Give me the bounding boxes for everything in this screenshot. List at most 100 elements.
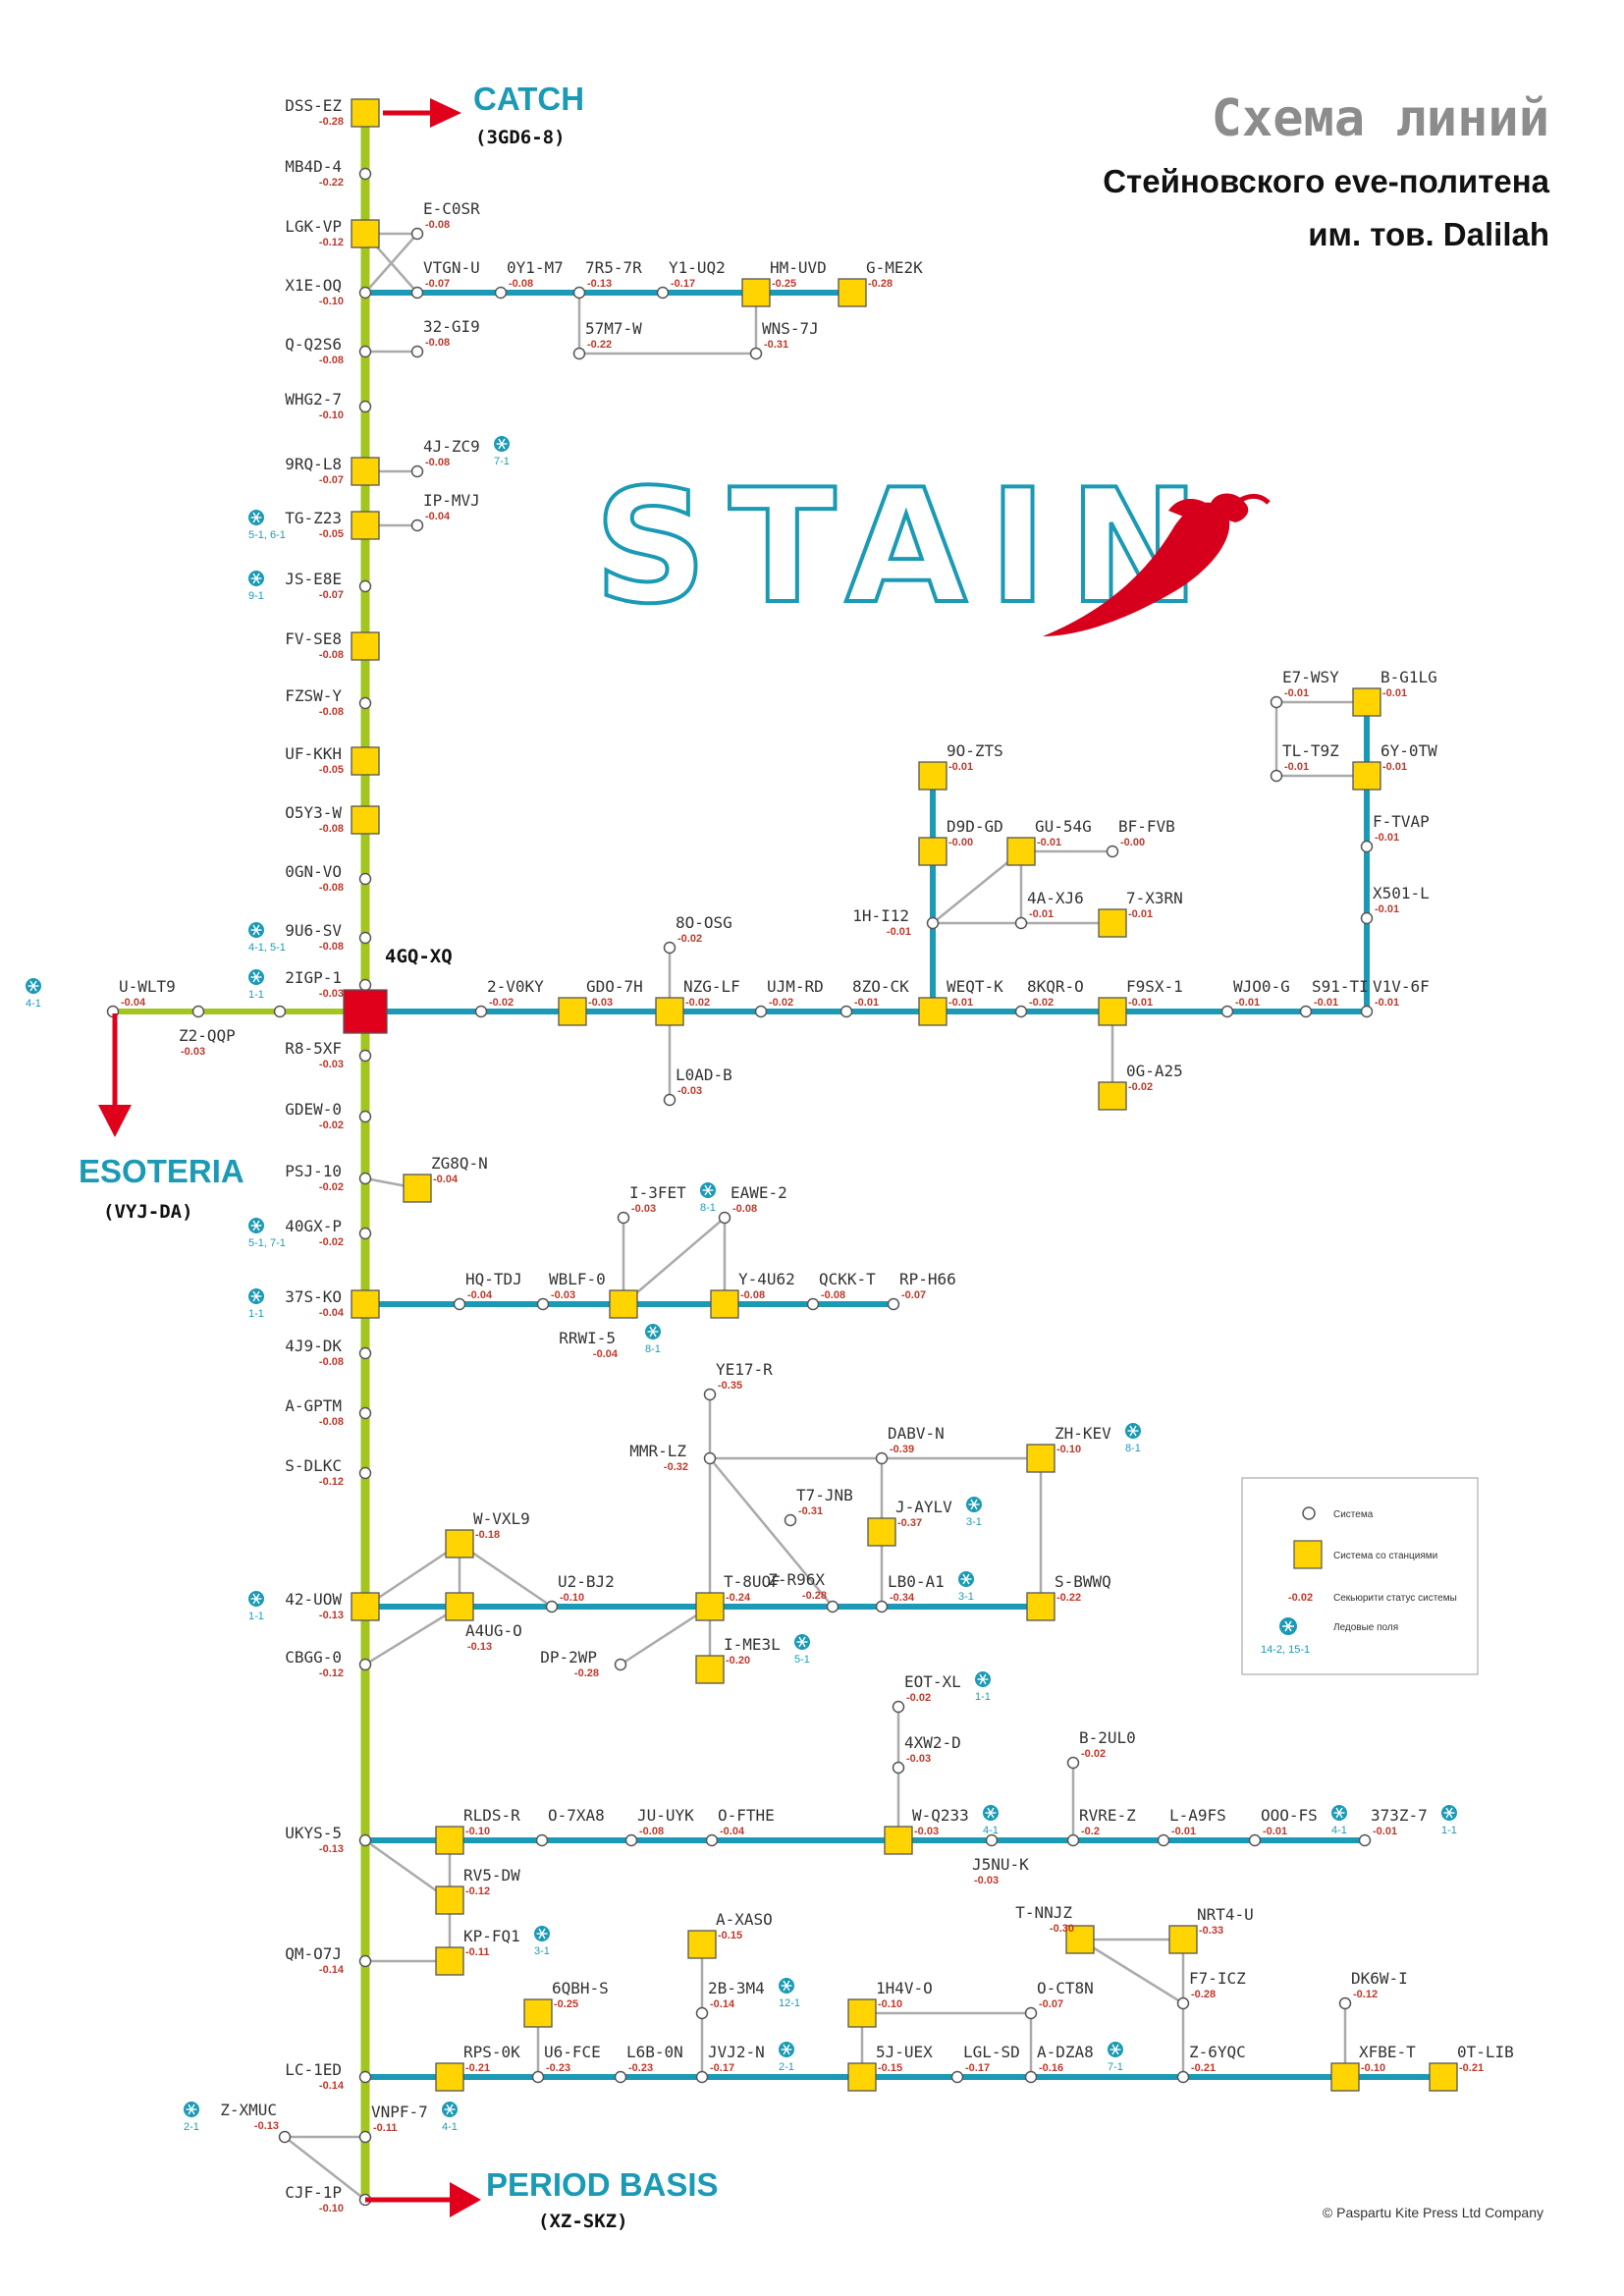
system-la9fs[interactable]: L-A9FS-0.01 — [1157, 1806, 1226, 1847]
system-r85xf[interactable]: R8-5XF-0.03 — [285, 1039, 372, 1070]
system-dssez[interactable]: DSS-EZ-0.28 — [285, 96, 380, 128]
system-5juex[interactable]: 5J-UEX-0.15 — [847, 2043, 933, 2092]
system-cjf1p[interactable]: CJF-1P-0.10 — [285, 2183, 372, 2214]
system-y4u62[interactable]: Y-4U62-0.08 — [710, 1270, 795, 1319]
system-42uow[interactable]: 42-UOW-0.131-1 — [248, 1590, 380, 1622]
system-2v0ky[interactable]: 2-V0KY-0.02 — [474, 977, 545, 1018]
system-u2bj2[interactable]: U2-BJ2-0.10 — [545, 1572, 615, 1613]
system-ujmrd[interactable]: UJM-RD-0.02 — [754, 977, 824, 1018]
system-37sko[interactable]: 37S-KO-0.041-1 — [248, 1287, 380, 1320]
system-hmuvd[interactable]: HM-UVD-0.25 — [741, 258, 827, 307]
system-ewlt9[interactable]: U-WLT9-0.044-1 — [26, 977, 176, 1018]
system-fvse8[interactable]: FV-SE8-0.08 — [285, 629, 380, 661]
system-f9sx1[interactable]: F9SX-1-0.01 — [1098, 977, 1183, 1026]
system-4axj6[interactable]: 4A-XJ6-0.01 — [1014, 889, 1084, 930]
system-weqtk[interactable]: WEQT-K-0.01 — [918, 977, 1003, 1026]
system-l6b0n[interactable]: L6B-0N-0.23 — [614, 2043, 683, 2084]
system-wns7j[interactable]: WNS-7J-0.31 — [749, 319, 819, 360]
system-rvrez[interactable]: RVRE-Z-0.2 — [1066, 1806, 1137, 1847]
system-nzglf[interactable]: NZG-LF-0.02 — [655, 977, 740, 1026]
system-z6yqc[interactable]: Z-6YQC-0.21 — [1176, 2043, 1246, 2084]
system-o5y3w[interactable]: O5Y3-W-0.08 — [285, 803, 380, 835]
system-juuyk[interactable]: JU-UYK-0.08 — [624, 1806, 695, 1847]
system-rldsr[interactable]: RLDS-R-0.10 — [435, 1806, 520, 1855]
system-x1eoq[interactable]: X1E-OQ-0.10 — [285, 276, 372, 307]
system-whg27[interactable]: WHG2-7-0.10 — [285, 390, 372, 421]
system-lc1ed[interactable]: LC-1ED-0.14 — [285, 2060, 372, 2092]
system-4xw2d[interactable]: 4XW2-D-0.03 — [892, 1733, 961, 1775]
system-0y1m7[interactable]: 0Y1-M7-0.08 — [494, 258, 564, 300]
system-wvxl9[interactable]: W-VXL9-0.18 — [445, 1509, 530, 1558]
system-bffvb[interactable]: BF-FVB-0.00 — [1106, 817, 1175, 858]
system-t8uof[interactable]: T-8UOF-0.24 — [695, 1572, 781, 1621]
system-x5011[interactable]: X501-L-0.01 — [1360, 884, 1430, 925]
system-cbgg0[interactable]: CBGG-0-0.12 — [285, 1648, 372, 1679]
system-eawe2[interactable]: EAWE-2-0.08 — [718, 1183, 787, 1225]
system-lgkvp[interactable]: LGK-VP-0.12 — [285, 217, 380, 248]
system-fzswy[interactable]: FZSW-Y-0.08 — [285, 686, 372, 718]
system-a4ug0[interactable]: A4UG-O-0.13 — [445, 1592, 522, 1653]
system-hqtdj[interactable]: HQ-TDJ-0.04 — [453, 1270, 522, 1311]
system-0ga25[interactable]: 0G-A25-0.02 — [1098, 1062, 1183, 1111]
system-0gnvo[interactable]: 0GN-VO-0.08 — [285, 862, 372, 894]
system-9ozts[interactable]: 9O-ZTS-0.01 — [918, 741, 1003, 791]
system-tgz23[interactable]: TG-Z23-0.055-1, 6-1 — [248, 509, 380, 541]
system-lglsd[interactable]: LGL-SD-0.17 — [950, 2043, 1020, 2084]
system-7x3rn[interactable]: 7-X3RN-0.01 — [1098, 889, 1183, 938]
system-z2qqp[interactable]: Z2-QQP-0.03 — [179, 1005, 236, 1059]
system-57m7w[interactable]: 57M7-W-0.22 — [572, 319, 643, 360]
system-xfbet[interactable]: XFBE-T-0.10 — [1330, 2043, 1416, 2092]
system-s91ti[interactable]: S91-TI-0.01 — [1299, 977, 1369, 1018]
system-nrt4u[interactable]: NRT4-U-0.33 — [1168, 1905, 1254, 1954]
system-f7icz[interactable]: F7-ICZ-0.28 — [1176, 1969, 1247, 2010]
system-mb4d4[interactable]: MB4D-4-0.22 — [285, 157, 372, 189]
system-dk6wi[interactable]: DK6W-I-0.12 — [1338, 1969, 1408, 2010]
system-b2ul0[interactable]: B-2UL0-0.02 — [1066, 1728, 1136, 1770]
system-zxmuc[interactable]: Z-XMUC-0.132-1 — [184, 2101, 292, 2144]
system-8kqro[interactable]: 8KQR-O-0.02 — [1014, 977, 1084, 1018]
system-l0adb[interactable]: L0AD-B-0.03 — [663, 1066, 732, 1107]
system-j5nuk[interactable]: J5NU-K-0.03 — [972, 1833, 1029, 1887]
system-rv5dw[interactable]: RV5-DW-0.12 — [435, 1866, 520, 1915]
system-2igp1[interactable]: 2IGP-1-0.031-1 — [248, 968, 372, 1001]
system-sdlkc[interactable]: S-DLKC-0.12 — [285, 1456, 372, 1488]
system-4j9dk[interactable]: 4J9-DK-0.08 — [285, 1337, 372, 1368]
system-u6fce[interactable]: U6-FCE-0.23 — [531, 2043, 601, 2084]
system-40gxp[interactable]: 40GX-P-0.025-1, 7-1 — [248, 1217, 372, 1249]
system-mmrlz[interactable]: MMR-LZ-0.32 — [629, 1442, 717, 1473]
system-wjoog[interactable]: WJO0-G-0.01 — [1220, 977, 1290, 1018]
system-axaso[interactable]: A-XASO-0.15 — [687, 1910, 773, 1959]
system-y1uq2[interactable]: Y1-UQ2-0.17 — [656, 258, 726, 300]
system-agptm[interactable]: A-GPTM-0.08 — [285, 1396, 372, 1428]
system-qq2s6[interactable]: Q-Q2S6-0.08 — [285, 335, 372, 366]
system-jse8e[interactable]: JS-E8E-0.079-1 — [248, 570, 372, 602]
system-wblf0[interactable]: WBLF-0-0.03 — [536, 1270, 606, 1311]
system-t7jnb[interactable]: T7-JNB-0.31 — [784, 1486, 853, 1527]
system-0tlib[interactable]: 0T-LIB-0.21 — [1429, 2043, 1514, 2092]
system-ofthe[interactable]: O-FTHE-0.04 — [705, 1806, 775, 1847]
system-ftvap[interactable]: F-TVAP-0.01 — [1360, 812, 1430, 853]
system-sbwwq[interactable]: S-BWWQ-0.22 — [1026, 1572, 1111, 1621]
system-vtgnu[interactable]: VTGN-U-0.07 — [410, 258, 480, 300]
system-1h4vo[interactable]: 1H4V-O-0.10 — [847, 1979, 933, 2028]
system-gdew0[interactable]: GDEW-0-0.02 — [285, 1100, 372, 1131]
hub-marker[interactable] — [343, 989, 388, 1034]
system-v1v6f[interactable]: V1V-6F-0.01 — [1360, 977, 1430, 1018]
system-rph66[interactable]: RP-H66-0.07 — [887, 1270, 956, 1311]
system-gdo7h[interactable]: GDO-7H-0.03 — [558, 977, 643, 1026]
system-ct8n[interactable]: O-CT8N-0.07 — [1024, 1979, 1094, 2020]
